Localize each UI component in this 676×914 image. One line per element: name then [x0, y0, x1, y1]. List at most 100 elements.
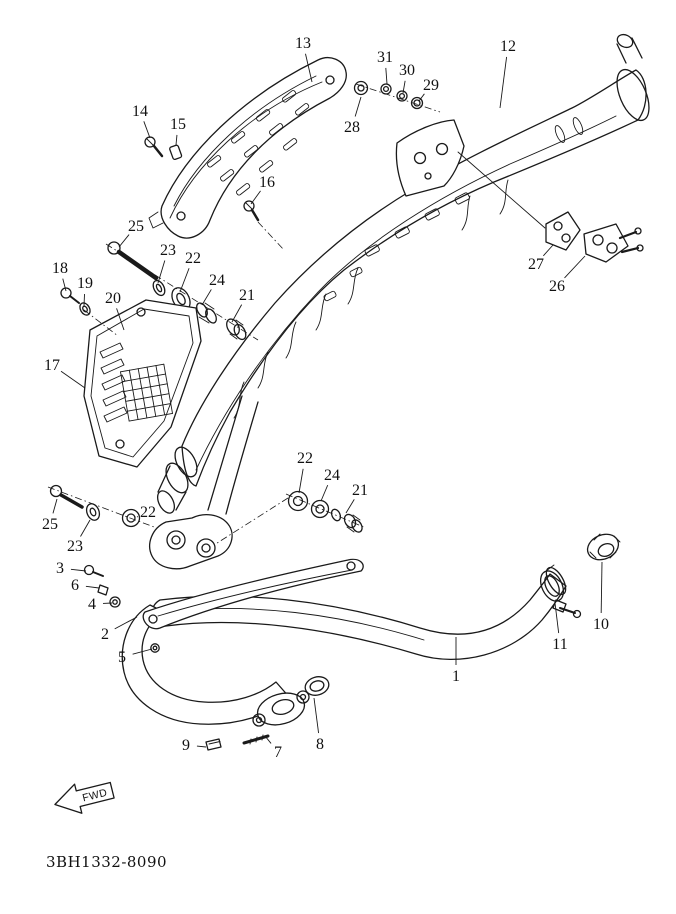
leader-line-20: [116, 308, 125, 331]
bolt-21-mid: [343, 513, 363, 533]
axis-line: [257, 221, 285, 251]
part-number-21: 21: [239, 287, 255, 304]
part-number-1: 1: [452, 668, 460, 685]
flange-assembly: [205, 676, 330, 751]
bracket-link-line: [457, 151, 546, 229]
part-number-25: 25: [42, 516, 58, 533]
leader-line-11: [554, 602, 560, 634]
washer-31: [380, 83, 392, 95]
part-number-10: 10: [593, 616, 609, 633]
part-number-13: 13: [295, 35, 311, 52]
muffler-slots: [323, 117, 584, 302]
bolt-9: [205, 738, 222, 751]
leader-line-28: [354, 96, 362, 117]
axis-lines: [47, 83, 441, 546]
part-number-21: 21: [352, 482, 368, 499]
leader-line-25: [52, 498, 58, 514]
leader-line-26: [564, 255, 586, 279]
gasket-8: [304, 676, 330, 696]
damper-ring-hole: [166, 530, 186, 550]
part-number-3: 3: [56, 560, 64, 577]
leader-line-14: [143, 121, 151, 139]
leader-line-21: [231, 304, 243, 323]
part-number-6: 6: [71, 577, 79, 594]
heat-shield: [148, 57, 347, 239]
muffler-tip: [616, 33, 643, 64]
leader-line-13: [305, 53, 313, 83]
leader-line-17: [60, 370, 86, 389]
leader-line-24: [201, 289, 212, 306]
leader-line-23: [80, 519, 91, 537]
leader-line-9: [196, 745, 207, 748]
washer-19: [79, 302, 91, 316]
washer-5: [150, 643, 160, 653]
part-number-14: 14: [132, 103, 148, 120]
leader-line-12: [499, 56, 508, 109]
side-cover: [83, 299, 202, 468]
washer-23-lower: [85, 503, 101, 521]
fwd-arrow: FWD: [54, 781, 115, 814]
axis-line: [83, 309, 119, 337]
stud-7: [242, 734, 270, 745]
clamp: [539, 564, 582, 619]
axis-line: [47, 486, 155, 528]
side-cover-hole: [115, 439, 125, 449]
part-number-18: 18: [52, 260, 68, 277]
damper-ring-hole: [196, 538, 216, 558]
leader-line-29: [418, 93, 425, 102]
muffler-stay: [149, 395, 259, 570]
part-number-27: 27: [528, 256, 544, 273]
part-number-7: 7: [274, 744, 282, 761]
part-number-23: 23: [67, 538, 83, 555]
exhaust-pipe: [121, 566, 567, 725]
leader-line-31: [385, 67, 388, 85]
leader-line-23: [157, 260, 166, 284]
fwd-label: FWD: [81, 787, 109, 805]
leader-line-2: [114, 616, 138, 630]
part-number-2: 2: [101, 626, 109, 643]
side-cover-hole: [136, 307, 146, 317]
part-number-26: 26: [549, 278, 565, 295]
screw-16: [243, 200, 260, 222]
muffler-end-cap: [616, 68, 650, 122]
muffler-inlet: [156, 446, 198, 514]
screw-14: [144, 136, 164, 158]
leader-line-30: [402, 80, 406, 94]
part-number-29: 29: [423, 77, 439, 94]
muffler-hatch: [233, 179, 509, 419]
part-number-22: 22: [185, 250, 201, 267]
part-number-9: 9: [182, 737, 190, 754]
axis-line: [105, 243, 259, 341]
axis-line: [355, 83, 441, 113]
part-number-20: 20: [105, 290, 121, 307]
part-number-4: 4: [88, 596, 96, 613]
part-number-28: 28: [344, 119, 360, 136]
heat-shield-hole: [176, 211, 186, 221]
screw-3: [83, 564, 104, 577]
bracket-27: [545, 211, 581, 251]
part-number-22: 22: [140, 504, 156, 521]
heat-shield-hole: [325, 75, 335, 85]
leader-line-10: [600, 561, 603, 614]
collar-10: [586, 533, 621, 561]
leader-line-3: [70, 568, 87, 572]
leader-line-25: [118, 234, 130, 248]
leader-line-5: [132, 648, 153, 655]
muffler-bracket-plate: [395, 119, 465, 197]
stay-bar: [142, 558, 364, 630]
leader-line-19: [83, 293, 85, 307]
diagram-art: [49, 33, 650, 751]
axis-line: [213, 497, 289, 546]
leader-line-27: [542, 244, 554, 257]
clip-15: [169, 144, 183, 161]
washer-mid: [330, 508, 342, 522]
side-cover-mesh: [120, 363, 173, 422]
part-number-12: 12: [500, 38, 516, 55]
footer-part-code: 3BH1332-8090: [46, 853, 167, 871]
bolt-28: [353, 80, 369, 96]
clip-6: [97, 584, 109, 596]
leader-line-8: [313, 697, 320, 734]
bolt-18: [60, 287, 80, 304]
